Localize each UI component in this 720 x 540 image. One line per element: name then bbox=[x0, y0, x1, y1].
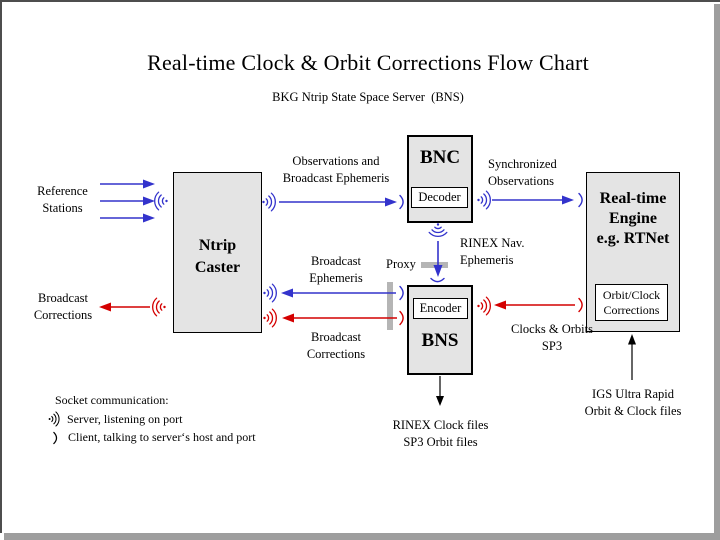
synchronized-line2: Observations bbox=[488, 174, 554, 188]
legend-server-socket-icon bbox=[48, 411, 60, 427]
caster-left-corr-server-socket-icon bbox=[152, 297, 166, 317]
caster-left-server-socket-icon bbox=[154, 191, 168, 211]
bnc-bottom-server-socket-icon bbox=[428, 223, 448, 237]
rte-line2: Engine bbox=[608, 210, 657, 227]
bnc-title: BNC bbox=[419, 147, 461, 168]
page-title: Real-time Clock & Orbit Corrections Flow… bbox=[147, 50, 589, 75]
ntrip-caster-line1: Ntrip bbox=[198, 236, 237, 254]
bns-encoder-module: Encoder bbox=[413, 298, 468, 319]
node-realtime-engine: Real-time Engine e.g. RTNet Orbit/Clock … bbox=[586, 172, 680, 332]
frame-top bbox=[0, 0, 720, 2]
ntrip-caster-title: Ntrip Caster bbox=[195, 227, 240, 279]
label-proxy: Proxy bbox=[386, 257, 416, 271]
label-broadcast-ephemeris: Broadcast Ephemeris bbox=[294, 253, 378, 287]
rte-left-client-socket-icon bbox=[578, 192, 583, 208]
bnc-right-server-socket-icon bbox=[477, 190, 491, 210]
rte-module-text: Orbit/Clock Corrections bbox=[603, 288, 660, 318]
rte-orbit-clock-module: Orbit/Clock Corrections bbox=[595, 284, 668, 321]
frame-bottom bbox=[4, 533, 720, 540]
clocks-orbits-line1: Clocks & Orbits bbox=[511, 322, 593, 336]
bns-output-line1: RINEX Clock files bbox=[392, 418, 489, 432]
reference-stations-line1: Reference bbox=[37, 184, 88, 198]
observations-line2: Broadcast Ephemeris bbox=[282, 171, 390, 185]
bns-top-client-socket-icon bbox=[430, 277, 445, 283]
legend-client-row: Client, talking to server‘s host and por… bbox=[53, 430, 256, 445]
synchronized-line1: Synchronized bbox=[488, 157, 557, 171]
igs-input-line2: Orbit & Clock files bbox=[584, 404, 682, 418]
bns-output-line2: SP3 Orbit files bbox=[403, 435, 478, 449]
igs-input-arrow bbox=[628, 334, 636, 380]
rinex-nav-line2: Ephemeris bbox=[460, 253, 514, 267]
bns-left-eph-client-socket-icon bbox=[399, 285, 404, 301]
reference-stations-line2: Stations bbox=[42, 201, 83, 215]
legend-server-row: Server, listening on port bbox=[48, 411, 183, 427]
igs-input-line1: IGS Ultra Rapid bbox=[592, 387, 674, 401]
label-igs-input-files: IGS Ultra Rapid Orbit & Clock files bbox=[569, 386, 697, 420]
bnc-decoder-module: Decoder bbox=[411, 187, 468, 208]
label-broadcast-corrections-left: Broadcast Corrections bbox=[8, 290, 118, 324]
page-subtitle: BKG Ntrip State Space Server (BNS) bbox=[272, 90, 464, 104]
bnc-to-bns-arrow bbox=[433, 241, 443, 277]
label-reference-stations: Reference Stations bbox=[15, 183, 110, 217]
label-broadcast-corrections-mid: Broadcast Corrections bbox=[294, 329, 378, 363]
bnc-left-client-socket-icon bbox=[399, 194, 404, 210]
legend-client-text: Client, talking to server‘s host and por… bbox=[68, 430, 256, 444]
broadcast-corrections-left-line1: Broadcast bbox=[38, 291, 88, 305]
broadcast-ephemeris-line1: Broadcast bbox=[311, 254, 361, 268]
node-ntrip-caster: Ntrip Caster bbox=[173, 172, 262, 333]
legend-client-socket-icon bbox=[53, 431, 58, 444]
rte-left-corr-client-socket-icon bbox=[578, 297, 583, 313]
rte-line1: Real-time bbox=[599, 190, 667, 207]
bns-left-corr-client-socket-icon bbox=[399, 310, 404, 326]
proxy-bar-vertical bbox=[387, 282, 393, 330]
broadcast-ephemeris-arrow bbox=[281, 288, 396, 298]
bns-title: BNS bbox=[421, 330, 459, 351]
rte-module-line2: Corrections bbox=[603, 302, 660, 317]
broadcast-corrections-mid-arrow bbox=[282, 313, 397, 323]
clocks-orbits-line2: SP3 bbox=[541, 339, 563, 353]
observations-arrow bbox=[279, 197, 397, 207]
broadcast-corrections-mid-line2: Corrections bbox=[306, 347, 366, 361]
clocks-orbits-arrow bbox=[494, 300, 575, 310]
label-synchronized-observations: Synchronized Observations bbox=[488, 156, 588, 190]
rte-title: Real-time Engine e.g. RTNet bbox=[587, 189, 679, 249]
broadcast-corrections-left-line2: Corrections bbox=[33, 308, 93, 322]
label-observations: Observations and Broadcast Ephemeris bbox=[270, 153, 402, 187]
observations-line1: Observations and bbox=[292, 154, 380, 168]
synchronized-observations-arrow bbox=[492, 195, 574, 205]
frame-right bbox=[714, 4, 720, 540]
label-clocks-orbits: Clocks & Orbits SP3 bbox=[504, 321, 600, 355]
legend-server-text: Server, listening on port bbox=[67, 411, 183, 426]
bns-right-server-socket-icon bbox=[477, 296, 491, 316]
ntrip-caster-line2: Caster bbox=[194, 258, 241, 276]
frame-left bbox=[0, 0, 2, 533]
rte-module-line1: Orbit/Clock bbox=[602, 287, 661, 302]
caster-right-corr-server-socket-icon bbox=[263, 308, 277, 328]
node-bns: Encoder BNS bbox=[407, 285, 473, 375]
rinex-nav-line1: RINEX Nav. bbox=[460, 236, 525, 250]
node-bnc: BNC Decoder bbox=[407, 135, 473, 223]
bns-output-arrow bbox=[436, 376, 444, 406]
rte-line3: e.g. RTNet bbox=[596, 230, 670, 247]
label-bns-output-files: RINEX Clock files SP3 Orbit files bbox=[368, 417, 513, 451]
caster-right-eph-server-socket-icon bbox=[263, 283, 277, 303]
label-rinex-nav-ephemeris: RINEX Nav. Ephemeris bbox=[460, 235, 550, 269]
broadcast-ephemeris-line2: Ephemeris bbox=[309, 271, 363, 285]
legend-title: Socket communication: bbox=[55, 393, 169, 407]
broadcast-corrections-mid-line1: Broadcast bbox=[311, 330, 361, 344]
caster-right-obs-server-socket-icon bbox=[262, 192, 276, 212]
